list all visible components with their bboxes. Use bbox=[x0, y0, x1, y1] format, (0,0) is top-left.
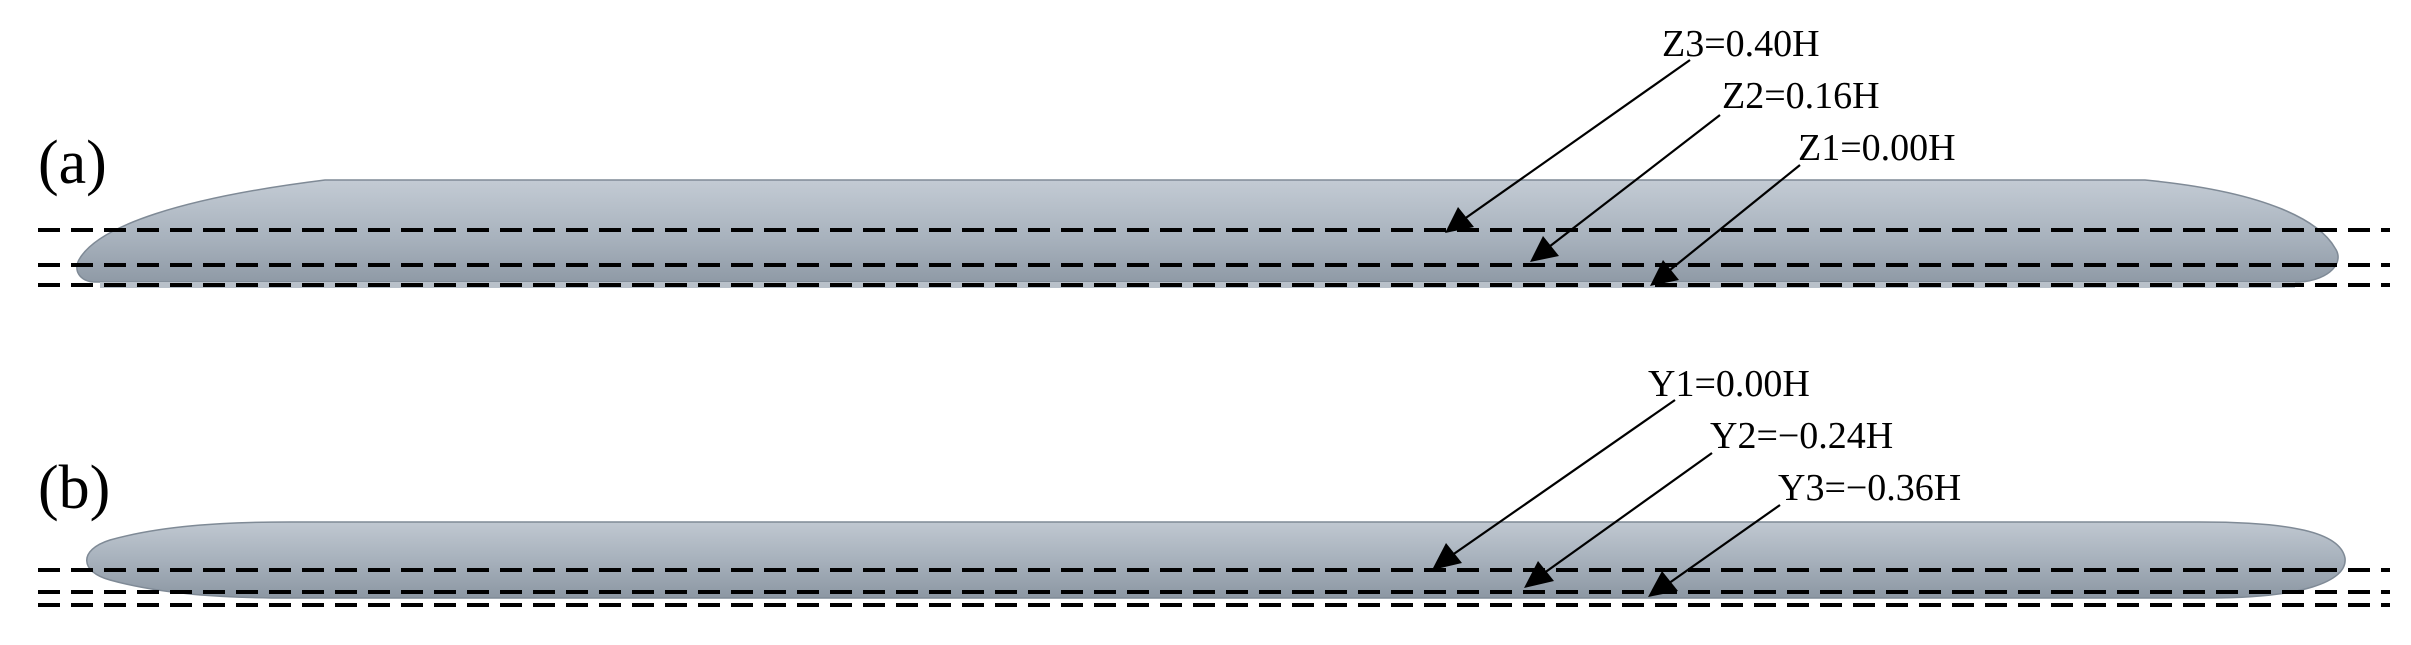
leader-z3 bbox=[1459, 59, 1691, 223]
plane-z2-label: Z2=0.16H bbox=[1722, 75, 1880, 117]
train-body-top-view bbox=[86, 521, 2346, 599]
arrowhead-y1 bbox=[1432, 543, 1462, 570]
leader-y3 bbox=[1664, 504, 1781, 587]
leader-y2 bbox=[1539, 452, 1713, 577]
arrowhead-y3 bbox=[1648, 571, 1678, 597]
panel-b-label: (b) bbox=[38, 454, 110, 522]
plane-z3-label: Z3=0.40H bbox=[1662, 23, 1820, 65]
arrowhead-z2 bbox=[1530, 236, 1559, 262]
plane-y2-label: Y2=−0.24H bbox=[1710, 415, 1893, 457]
plane-y1-label: Y1=0.00H bbox=[1648, 363, 1810, 405]
leader-z1 bbox=[1664, 164, 1801, 275]
plane-z1-label: Z1=0.00H bbox=[1798, 127, 1956, 169]
panel-a: (a) Z3=0.40H Z2=0.16H Z1=0.00H bbox=[38, 23, 2390, 288]
leader-y1 bbox=[1447, 399, 1676, 559]
arrowhead-y2 bbox=[1524, 561, 1554, 588]
arrowhead-z1 bbox=[1650, 260, 1679, 286]
arrowhead-z3 bbox=[1445, 207, 1474, 233]
leader-z2 bbox=[1544, 114, 1721, 251]
panel-a-label: (a) bbox=[38, 129, 107, 197]
plane-y3-label: Y3=−0.36H bbox=[1778, 467, 1961, 509]
panel-b: (b) Y1=0.00H Y2=−0.24H Y3=−0.36H bbox=[38, 363, 2390, 607]
